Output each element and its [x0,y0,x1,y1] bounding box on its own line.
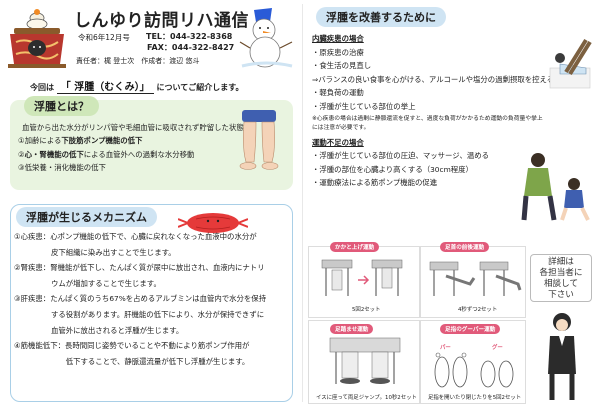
exercise-item: ・浮腫の部位を心臓より高くする（30cm程度） [312,164,473,174]
snowman-illustration [239,8,293,68]
what-is-edema-heading: 浮腫とは？ [24,96,99,116]
intro-line: 今回は 「 浮腫（むくみ）」 についてご紹介します。 [30,78,244,94]
kotatsu-illustration [8,9,66,68]
mech-line: ④筋機能低下：長時間同じ姿勢でいることや不動により筋ポンプ作用が [14,341,250,351]
pa-label: パー [440,345,451,351]
exercise-heading: 運動不足の場合 [312,137,364,147]
internal-heading: 内臓疾患の場合 [312,34,364,43]
exercise-label: 足指のグーパー運動 [440,324,501,334]
improve-heading: 浮腫を改善するために [316,7,446,27]
mech-line: する役割があります。肝機能の低下により、水分が保持できずに [14,309,265,319]
internal-item: ・原疾患の治療 [312,47,364,57]
mech-line: 皮下組織に染み出すことで生じます。 [14,247,176,257]
what-item: ③低栄養・消化機能の低下 [18,163,106,173]
exercise-caption: 4秒ずつ2セット [458,307,498,313]
exercise-caption: イスに座って両足ジャンプ。10秒2セット [316,395,417,401]
internal-item: ・食生活の見直し [312,61,372,71]
what-item: ②心・腎機能の低下による血管外への過剰な水分移動 [18,149,195,159]
internal-item: ⇒バランスの良い食事を心がける、アルコールや塩分の過剰摂取を控える [312,74,555,84]
mechanism-panel [10,204,293,402]
intro-suffix: についてご紹介します。 [156,83,244,92]
exercise-item: ・運動療法による筋ポンプ機能の促進 [312,178,438,188]
exercise-panel-1 [308,246,420,318]
intro-prefix: 今回は [30,83,54,92]
heel-raise-illustration [321,259,403,296]
intro-highlight: 「 浮腫（むくみ）」 [56,82,154,94]
caution-note: ※心疾患の場合は過剰に静脈還流を促すと、過度な負荷がかかるため運動の負荷量や挙上… [312,115,543,131]
exercise-caption: 5回2セット [352,307,381,313]
what-is-edema-body: 血管から出た水分がリンパ管や毛細血管に吸収されず貯留した状態 ①加齢による下肢筋… [18,121,244,175]
exercise-panel-3 [308,320,420,404]
gu-label: グー [492,345,503,351]
mech-line: ①心疾患：心ポンプ機能の低下で、心臓に戻れなくなった血液中の水分が [14,232,257,241]
rehab-figures-illustration [521,153,590,221]
exercise-item: ・浮腫が生じている部位の圧迫、マッサージ、温める [312,151,490,161]
column-divider [302,4,303,402]
exercise-caption: 足指を開いたり閉じたりを5回2セット [428,395,522,401]
exercise-label: かかと上げ運動 [330,242,380,252]
ankle-pump-illustration [429,261,522,296]
leg-elevation-illustration [549,38,592,89]
mechanism-heading: 浮腫が生じるメカニズム [16,207,157,227]
foot-stepping-illustration [329,337,401,384]
what-item: ①加齢による下肢筋ポンプ機能の低下 [18,136,143,146]
staff-line: 責任者：梶 登士次 作成者：渡辺 悠斗 [76,57,200,65]
improve-body: 内臓疾患の場合 ・原疾患の治療 ・食生活の見直し ⇒バランスの良い食事を心がける… [312,32,554,190]
exercise-label: 足首の前後運動 [440,242,490,252]
mech-line: 低下することで、静脈還流量が低下し浮腫が生じます。 [14,356,250,366]
internal-item: ・浮腫が生じている部位の挙上 [312,101,416,111]
mech-line: ③肝疾患：たんぱく質のうち67%を占めるアルブミンは血管内で水分を保持 [14,294,267,304]
newsletter-title: しんゆり訪問リハ通信 [74,11,249,31]
internal-item: ・軽負荷の運動 [312,88,364,98]
staff-illustration [548,313,576,400]
issue-date: 令和6年12月号 [78,33,130,42]
what-lead: 血管から出た水分がリンパ管や毛細血管に吸収されず貯留した状態 [22,123,244,132]
mech-line: ウムが増加することで生じます。 [14,278,161,288]
tel-number: TEL：044-322-8368 [146,32,233,41]
mechanism-body: ①心疾患：心ポンプ機能の低下で、心臓に戻れなくなった血液中の水分が 皮下組織に染… [14,229,266,369]
swollen-legs-illustration [239,110,279,170]
fax-number: FAX：044-322-8427 [147,43,235,52]
exercise-label: 足踏ませ運動 [330,324,374,334]
mech-line: ②腎疾患：腎機能が低下し、たんぱく質が尿中に放出され、血液内にナトリ [14,263,265,273]
toe-grip-illustration [434,352,514,388]
contact-note: 詳細は 各担当者に 相談して 下さい [530,254,592,302]
mech-line: 血管外に放出されると浮腫が生じます。 [14,325,184,335]
muscle-illustration [178,213,248,233]
contact-block: TEL：044-322-8368 FAX：044-322-8427 [146,31,234,53]
